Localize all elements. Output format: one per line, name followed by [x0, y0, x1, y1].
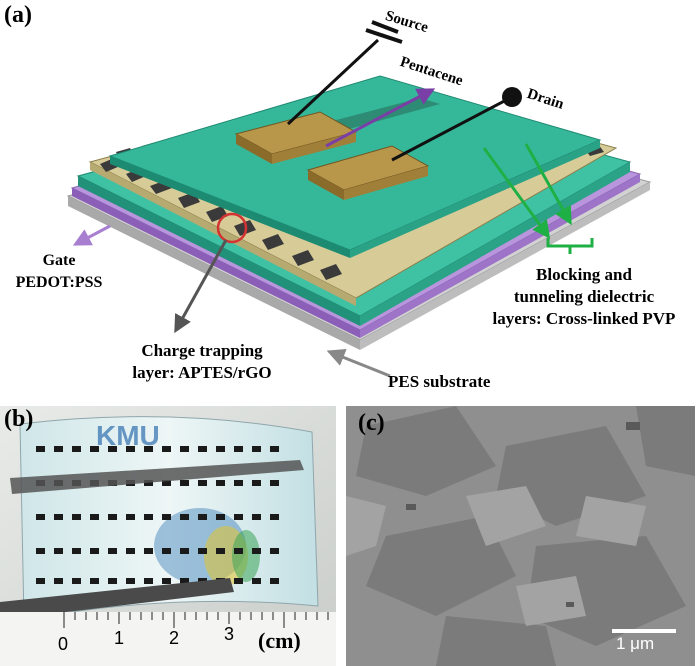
- blocking-label-line3: layers: Cross-linked PVP: [492, 309, 676, 328]
- ruler-number-2: 2: [169, 628, 180, 648]
- kmu-logo-text: KMU: [96, 420, 160, 451]
- ruler-number-3: 3: [224, 624, 235, 644]
- panel-a-letter: (a): [4, 2, 32, 28]
- panel-c-letter: (c): [358, 410, 385, 436]
- panel-b-letter: (b): [4, 406, 34, 432]
- gate-label-line2: PEDOT:PSS: [15, 274, 103, 291]
- charge-trapping-highlight-circle: [216, 212, 248, 244]
- flexible-device-photo-drawing: [0, 406, 336, 666]
- ruler: [0, 612, 336, 666]
- flexible-device-photo: (b) KMU 0 1 2 3 (cm): [0, 406, 336, 666]
- tweezers-top: [10, 460, 304, 494]
- tweezers-bottom: [0, 578, 234, 620]
- drain-wire: [391, 96, 511, 162]
- unit-label: (cm): [258, 628, 301, 653]
- substrate-arrow: [326, 348, 391, 378]
- blocking-dielectric-label: Blocking and tunneling dielectric layers…: [470, 264, 698, 330]
- pentacene-arrow: [325, 88, 436, 148]
- substrate-label: PES substrate: [388, 372, 491, 391]
- rgo-flakes-micrograph: [346, 406, 695, 666]
- blocking-label-line2: tunneling dielectric: [513, 287, 655, 306]
- blocking-arrow-1: [482, 147, 551, 239]
- scale-bar-label: 1 μm: [616, 634, 655, 653]
- source-wire: [286, 38, 380, 126]
- source-terminal-icon: [365, 28, 403, 44]
- blocking-label-line1: Blocking and: [536, 265, 632, 284]
- charge-trapping-label: Charge trapping layer: APTES/rGO: [112, 340, 292, 384]
- device-schematic-drawing: [66, 20, 652, 378]
- gate-label-line1: Gate: [42, 252, 76, 269]
- device-schematic-panel: (a) Source Pentacene Drain Gate PEDOT:PS…: [4, 2, 698, 391]
- gate-label: Gate PEDOT:PSS: [4, 250, 114, 294]
- ruler-number-0: 0: [58, 634, 69, 654]
- blocking-arrow-2: [524, 143, 572, 226]
- charge-label-line1: Charge trapping: [141, 341, 263, 360]
- microscopy-image: (c) 1 μm: [346, 406, 695, 666]
- ruler-number-1: 1: [114, 628, 125, 648]
- charge-label-line2: layer: APTES/rGO: [132, 363, 272, 382]
- drain-terminal-icon: [502, 87, 522, 107]
- gate-arrow: [72, 224, 111, 246]
- charge-trapping-arrow: [174, 239, 228, 334]
